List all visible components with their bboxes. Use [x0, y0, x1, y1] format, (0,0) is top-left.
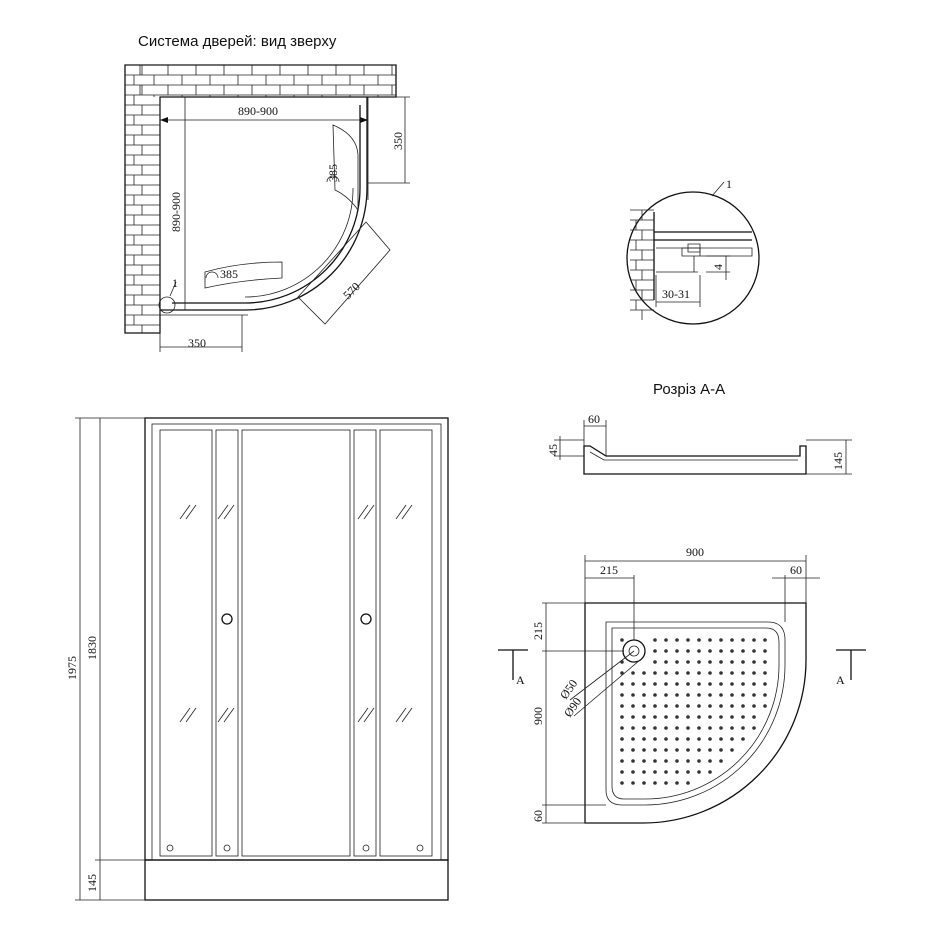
tray-dim-60-h: 60 [790, 563, 802, 577]
section-marker-left: A [516, 673, 525, 687]
tray-plan: 900 215 60 215 900 60 Ø50 Ø90 A A [498, 545, 866, 824]
tray-dim-215-h: 215 [600, 563, 618, 577]
callout-1-label: 1 [172, 276, 178, 290]
section-dim-145: 145 [831, 452, 845, 470]
callout-1: 1 [158, 276, 178, 314]
tray-dim-900-v: 900 [531, 707, 545, 725]
front-dim-1830: 1830 [85, 636, 99, 660]
radius-bottom-label: 385 [220, 267, 238, 281]
detail-dim-30-31: 30-31 [662, 287, 690, 301]
tray-dim-215-v: 215 [531, 622, 545, 640]
door-panels [204, 124, 391, 325]
radius-right-label: 385 [326, 164, 340, 182]
detail-view: 1 4 30-31 [626, 177, 760, 325]
dim-width: 890-900 [160, 104, 368, 123]
opening-dim: 570 [340, 279, 363, 302]
section-marker-right: A [836, 673, 845, 687]
radius-right: 385 [326, 164, 340, 183]
detail-callout-label: 1 [726, 177, 732, 191]
section-view: Розріз А-А 60 45 145 [546, 381, 852, 475]
front-view: 1975 1830 145 [65, 417, 449, 901]
section-dim-60: 60 [588, 412, 600, 426]
enclosure-outline [159, 97, 369, 316]
dim-width-label: 890-900 [238, 104, 278, 118]
rollers [166, 844, 424, 852]
section-dim-45: 45 [546, 444, 560, 456]
top-view-title: Система дверей: вид зверху [138, 33, 337, 50]
dim-door-bottom: 350 [159, 315, 243, 352]
tray-dim-900-top: 900 [686, 545, 704, 559]
opening-label: 570 [340, 279, 363, 302]
dim-door-right-label: 350 [391, 132, 405, 150]
dim-door-bottom-label: 350 [188, 336, 206, 350]
front-dim-1975: 1975 [65, 656, 79, 680]
tray-dim-60-v: 60 [531, 810, 545, 822]
dim-height: 890-900 [169, 97, 186, 310]
top-view: Система дверей: вид зверху 890-900 [124, 33, 410, 352]
front-dim-145: 145 [85, 874, 99, 892]
section-title: Розріз А-А [653, 381, 725, 398]
radius-bottom: 385 [205, 267, 238, 281]
detail-dim-4: 4 [711, 264, 725, 270]
dim-height-label: 890-900 [169, 192, 183, 232]
dim-door-right: 350 [368, 96, 410, 184]
handle-left [221, 613, 233, 625]
handle-right [360, 613, 372, 625]
